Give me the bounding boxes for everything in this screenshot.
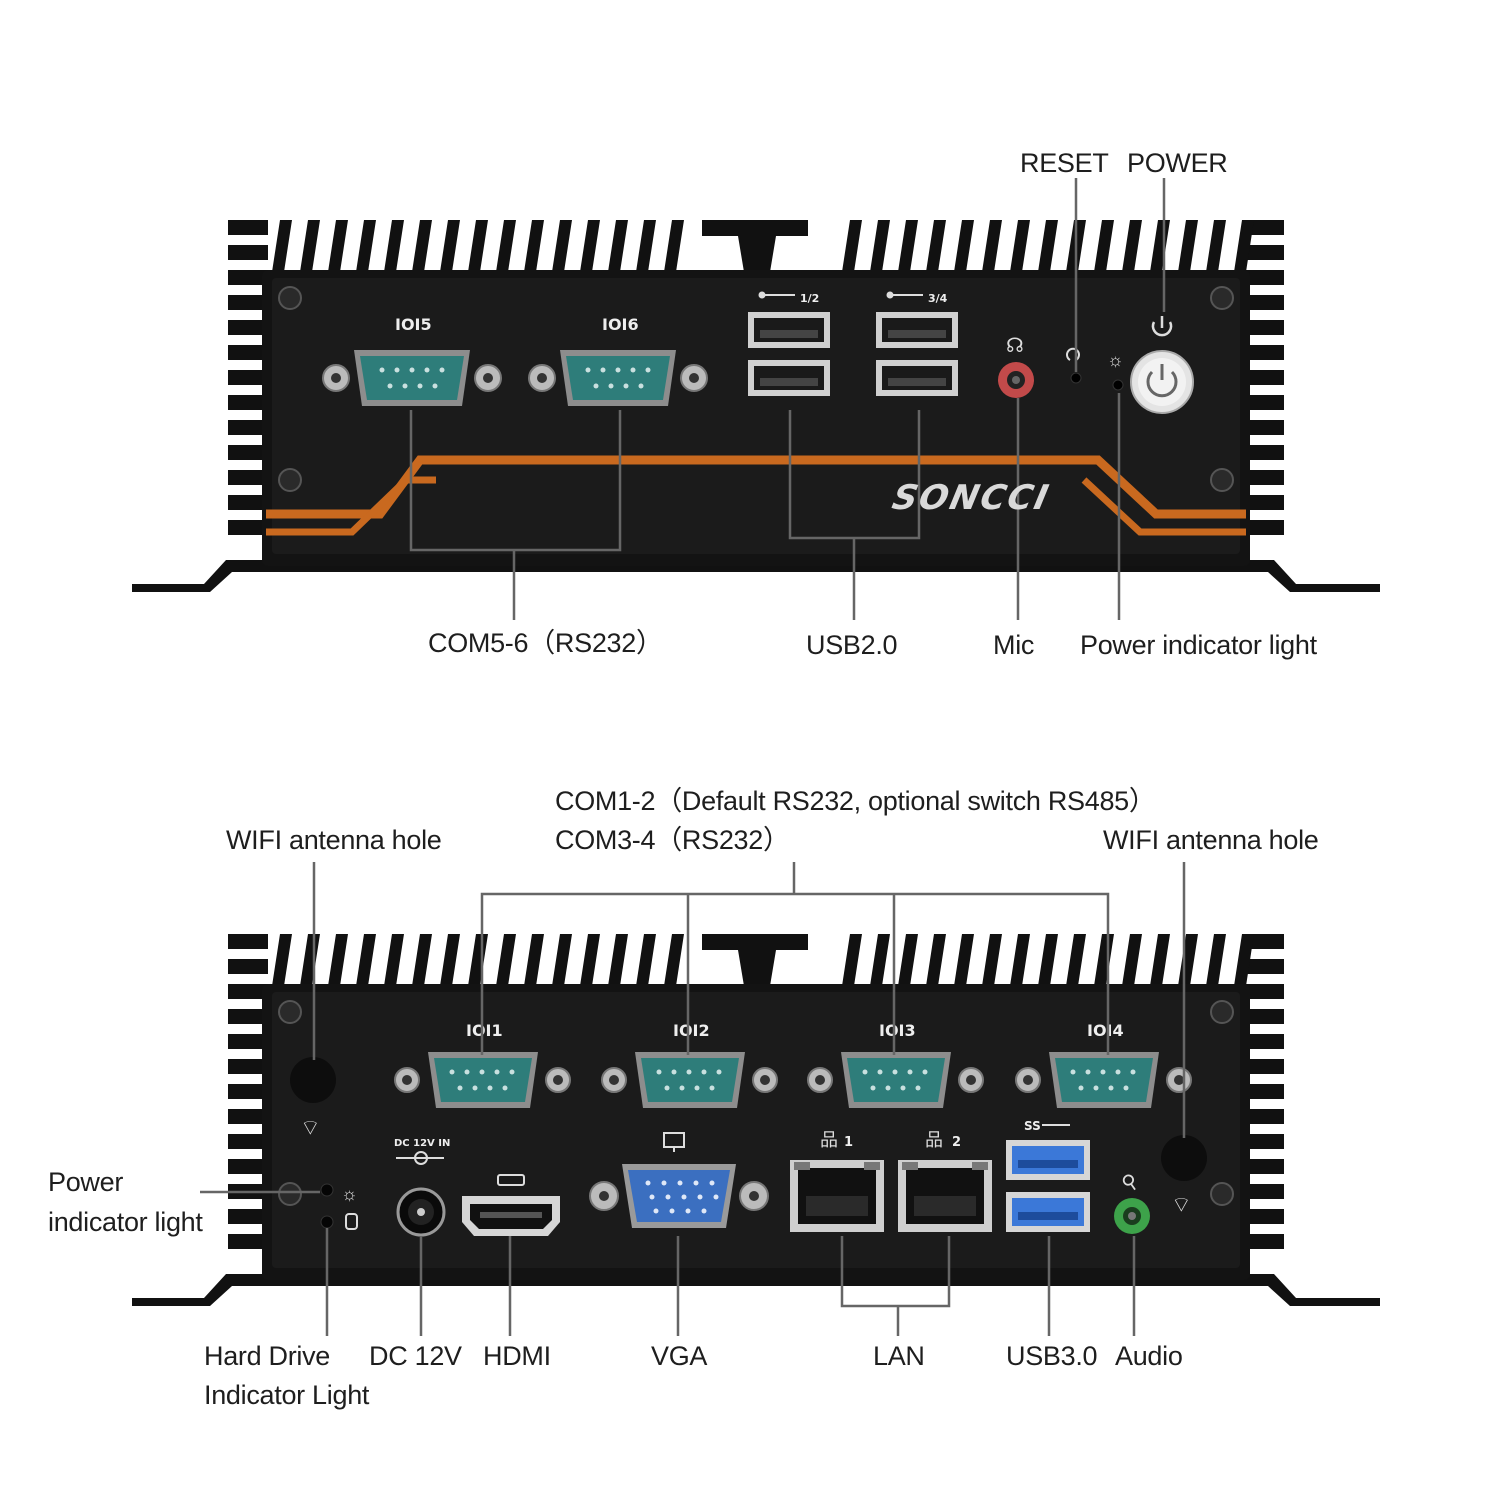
hdd-label-line2: Indicator Light [204,1380,370,1410]
vga-label: VGA [651,1341,708,1371]
reset-label: RESET [1020,148,1109,178]
bulb-icon: ☼ [1107,350,1124,370]
com1-port[interactable] [394,1052,571,1108]
hdmi-port[interactable] [462,1174,560,1236]
power-light-label-line1: Power [48,1167,124,1197]
brand-logo: SONCCI [888,478,1054,518]
com56-label: COM5-6（RS232） [428,628,663,658]
heat-fins-left [228,220,268,535]
heat-fins-top [272,220,1254,272]
power-icon [1151,321,1173,337]
lan2-tag: 2 [952,1135,961,1150]
hdmi-label: HDMI [483,1341,551,1371]
rear-heat-fins-right [1244,934,1284,1249]
vga-port[interactable] [589,1132,769,1228]
com34-label: COM3-4（RS232） [555,825,790,855]
com3-port[interactable] [807,1052,984,1108]
network-icon: 品 [925,1130,943,1150]
heat-fins-right [1244,220,1284,535]
com5-tag: IOI5 [395,315,432,334]
com6-port[interactable] [528,350,708,406]
usb2-ports[interactable] [748,312,958,396]
com1-tag: IOI1 [466,1021,503,1040]
dc-in-tag: DC 12V IN [394,1138,450,1149]
disk-icon [345,1213,358,1230]
com12-label: COM1-2（Default RS232, optional switch RS… [555,786,1156,816]
audio-label: Audio [1115,1341,1183,1371]
power-button[interactable] [1130,316,1194,414]
usb3-ports[interactable]: SS [1006,1119,1090,1232]
usb-icon [758,291,923,299]
orange-stripe [266,455,1246,519]
usb3-tag: SS [1024,1119,1041,1133]
wifi-icon: ⌔ [1171,1192,1192,1217]
dc-label: DC 12V [369,1341,462,1371]
wifi-right-label: WIFI antenna hole [1103,825,1319,855]
rear-heat-fins-top [272,934,1254,986]
mic-jack[interactable]: ☊ [998,335,1034,398]
com4-tag: IOI4 [1087,1021,1124,1040]
front-panel-unit: IOI5 IOI6 1/2 3/4 ☊ [132,178,1380,620]
rear-heat-fins-left [228,934,268,1249]
com6-tag: IOI6 [602,315,639,334]
wifi-antenna-hole-right[interactable]: ⌔ [1161,1135,1207,1217]
wifi-left-label: WIFI antenna hole [226,825,442,855]
usb2-label: USB2.0 [806,630,898,660]
usb12-tag: 1/2 [800,292,819,305]
com5-port[interactable] [322,350,502,406]
mic-label: Mic [993,630,1035,660]
power-led: ☼ [1107,350,1124,391]
com2-port[interactable] [601,1052,778,1108]
com2-tag: IOI2 [673,1021,710,1040]
hdmi-icon [497,1174,525,1186]
wifi-antenna-hole-left[interactable]: ⌔ [290,1057,336,1140]
power-indicator-label: Power indicator light [1080,630,1317,660]
hdd-label-line1: Hard Drive [204,1341,331,1371]
power-label: POWER [1127,148,1228,178]
lan1-tag: 1 [844,1135,853,1150]
com3-tag: IOI3 [879,1021,916,1040]
power-indicator-led: ☼ [320,1183,358,1204]
power-light-label-line2: indicator light [48,1207,203,1237]
dc-12v-jack[interactable]: DC 12V IN [394,1138,450,1237]
callout-lines-bottom [200,862,1186,1336]
lan-port-2[interactable]: 品 2 [898,1130,992,1232]
lan-label: LAN [873,1341,925,1371]
callout-lines-top [409,178,1166,620]
usb3-label: USB3.0 [1006,1341,1098,1371]
headphone-icon: ☊ [1006,335,1024,357]
bulb-icon: ☼ [341,1184,358,1204]
network-icon: 品 [820,1130,838,1150]
usb34-tag: 3/4 [928,292,948,305]
lan-port-1[interactable]: 品 1 [790,1130,884,1232]
reset-button[interactable] [1066,347,1082,384]
rear-panel-unit: ⌔ ⌔ IOI1 [132,862,1380,1336]
wifi-icon: ⌔ [300,1115,321,1140]
